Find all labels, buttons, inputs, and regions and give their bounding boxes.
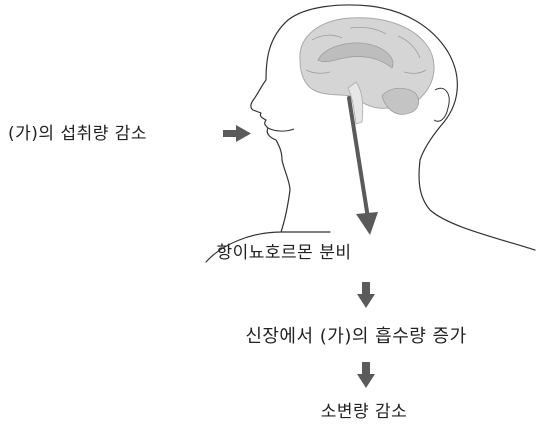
right-arrow-icon — [223, 125, 251, 142]
brain-folds — [305, 26, 427, 74]
brain-corpus — [317, 42, 394, 69]
adh-secretion-label: 항이뇨호르몬 분비 — [216, 243, 352, 263]
intake-decrease-label: (가)의 섭취량 감소 — [8, 124, 148, 144]
down-arrow-icon — [347, 96, 378, 235]
ear-outline — [433, 87, 450, 122]
down-arrow-icon — [357, 282, 375, 308]
head-outline — [205, 4, 536, 263]
urine-decrease-label: 소변량 감소 — [320, 402, 408, 422]
mouth-line — [267, 127, 295, 132]
down-arrow-icon — [357, 362, 375, 388]
brain-stem — [347, 81, 364, 125]
brain-cerebellum — [381, 87, 420, 115]
brain-illustration — [299, 17, 435, 125]
kidney-absorption-label: 신장에서 (가)의 흡수량 증가 — [245, 326, 467, 347]
